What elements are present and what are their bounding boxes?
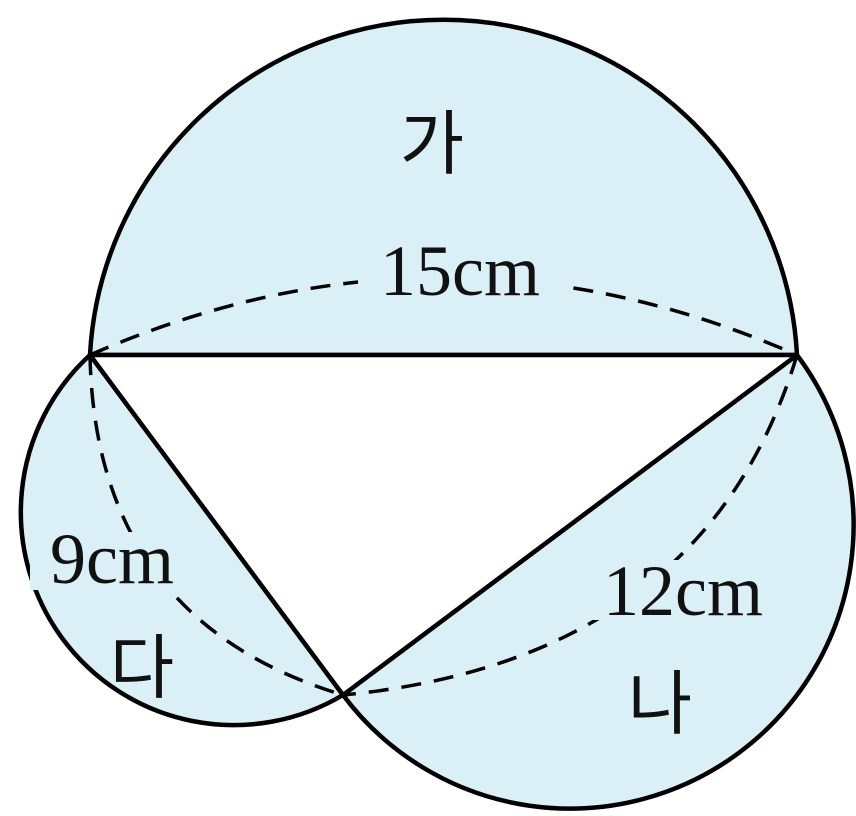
label-9cm-background — [30, 532, 192, 590]
label-12cm-background — [580, 560, 786, 620]
region-label-na: 나 — [628, 663, 692, 745]
label-15cm-background — [358, 240, 562, 298]
dashed-arc-12cm — [342, 354, 799, 697]
region-label-da: 다 — [110, 627, 174, 709]
label-12cm: 12cm — [603, 551, 763, 631]
right-triangle — [87, 352, 800, 698]
label-15cm: 15cm — [380, 231, 540, 311]
dashed-arc-9cm — [88, 354, 344, 697]
label-9cm: 9cm — [50, 519, 174, 599]
semicircle-ga — [87, 17, 800, 358]
region-label-ga: 가 — [400, 103, 464, 185]
